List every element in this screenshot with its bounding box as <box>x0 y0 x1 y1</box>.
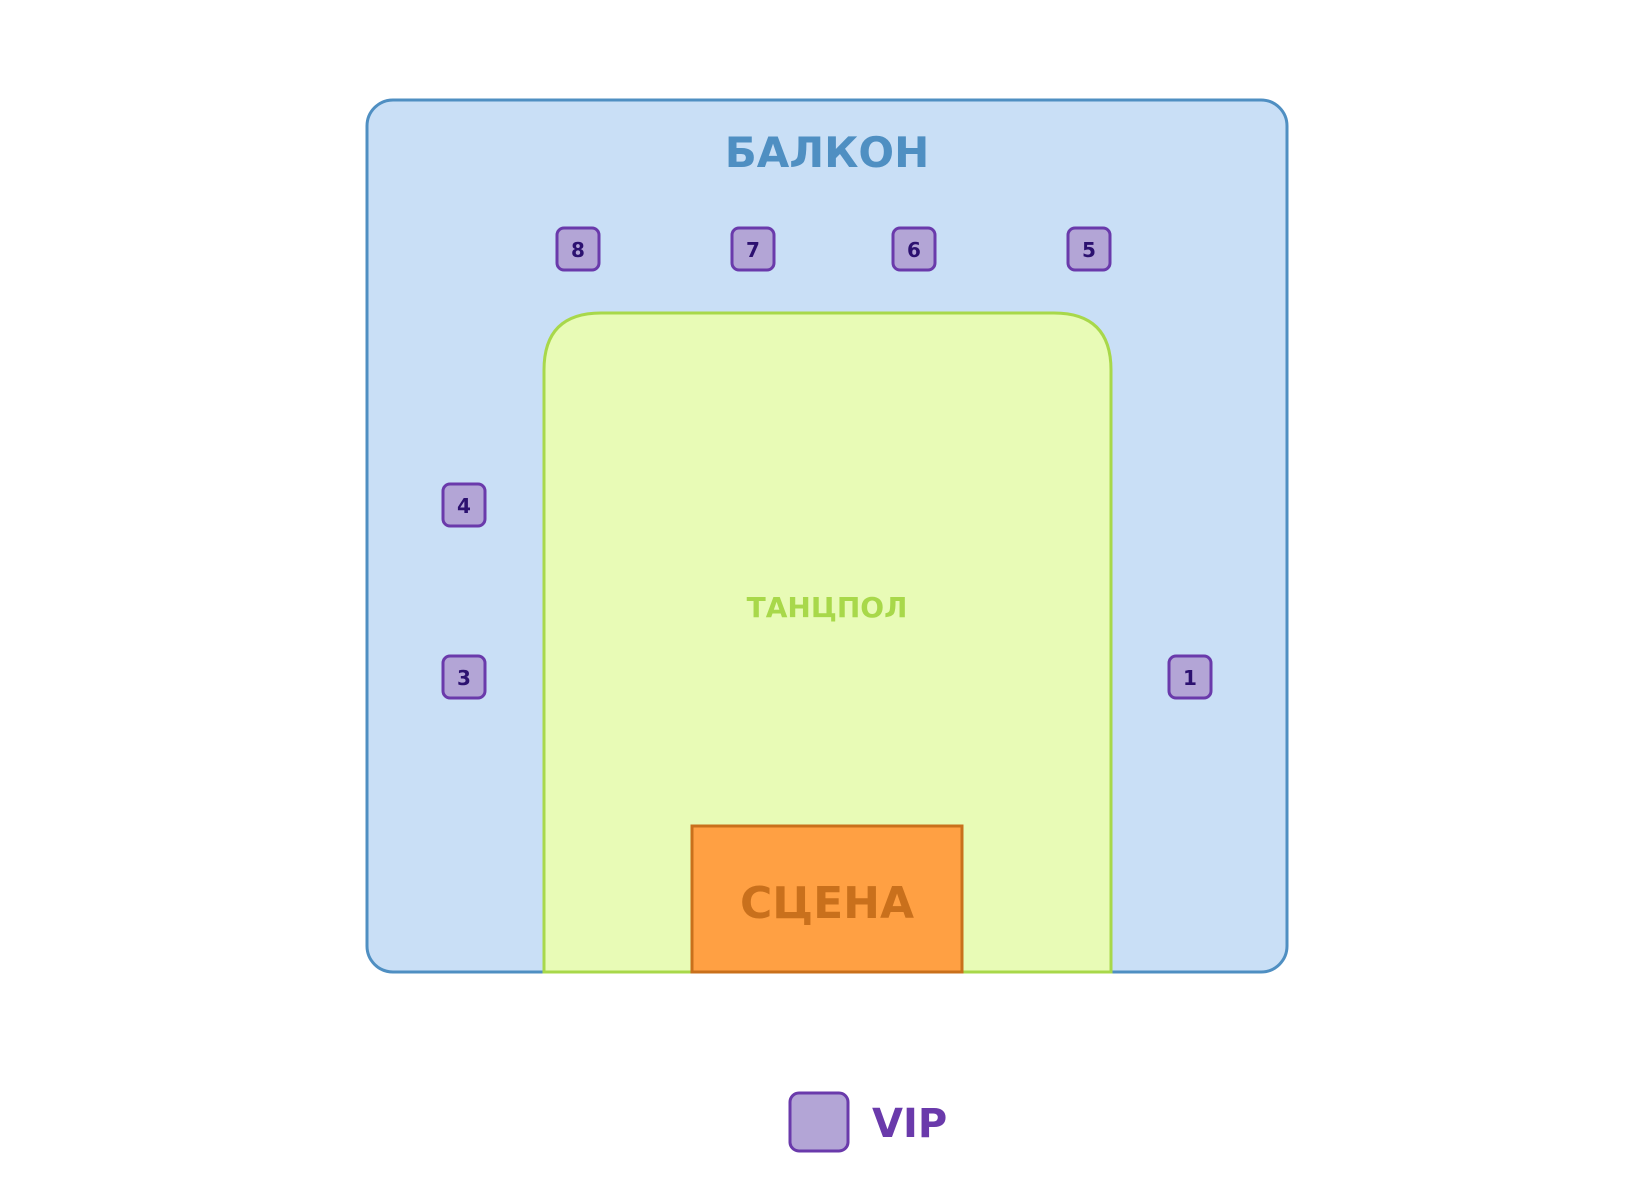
vip-box-4-number: 4 <box>457 494 471 518</box>
vip-box-8[interactable]: 8 <box>555 226 601 272</box>
vip-box-4-square <box>441 482 487 528</box>
stage-zone[interactable] <box>690 824 964 974</box>
vip-box-5-square <box>1066 226 1112 272</box>
dancefloor-zone[interactable] <box>542 311 1113 974</box>
vip-box-6-number: 6 <box>907 238 921 262</box>
vip-box-6-square <box>891 226 937 272</box>
vip-box-3-number: 3 <box>457 666 471 690</box>
dancefloor-label: ТАНЦПОЛ <box>747 591 908 624</box>
balcony-label: БАЛКОН <box>725 128 930 177</box>
vip-box-8-square <box>555 226 601 272</box>
vip-box-7[interactable]: 7 <box>730 226 776 272</box>
vip-box-7-number: 7 <box>746 238 760 262</box>
vip-box-8-number: 8 <box>571 238 585 262</box>
vip-box-6[interactable]: 6 <box>891 226 937 272</box>
legend-vip-label: VIP <box>872 1101 947 1147</box>
vip-box-1-number: 1 <box>1183 666 1197 690</box>
vip-box-5[interactable]: 5 <box>1066 226 1112 272</box>
vip-box-1[interactable]: 1 <box>1167 654 1213 700</box>
stage-label: СЦЕНА <box>740 878 914 929</box>
vip-box-4[interactable]: 4 <box>441 482 487 528</box>
legend-vip-swatch <box>788 1091 850 1153</box>
vip-box-3-square <box>441 654 487 700</box>
vip-box-5-number: 5 <box>1082 238 1096 262</box>
vip-box-1-square <box>1167 654 1213 700</box>
vip-box-7-square <box>730 226 776 272</box>
legend: VIP <box>788 1091 947 1153</box>
vip-box-3[interactable]: 3 <box>441 654 487 700</box>
